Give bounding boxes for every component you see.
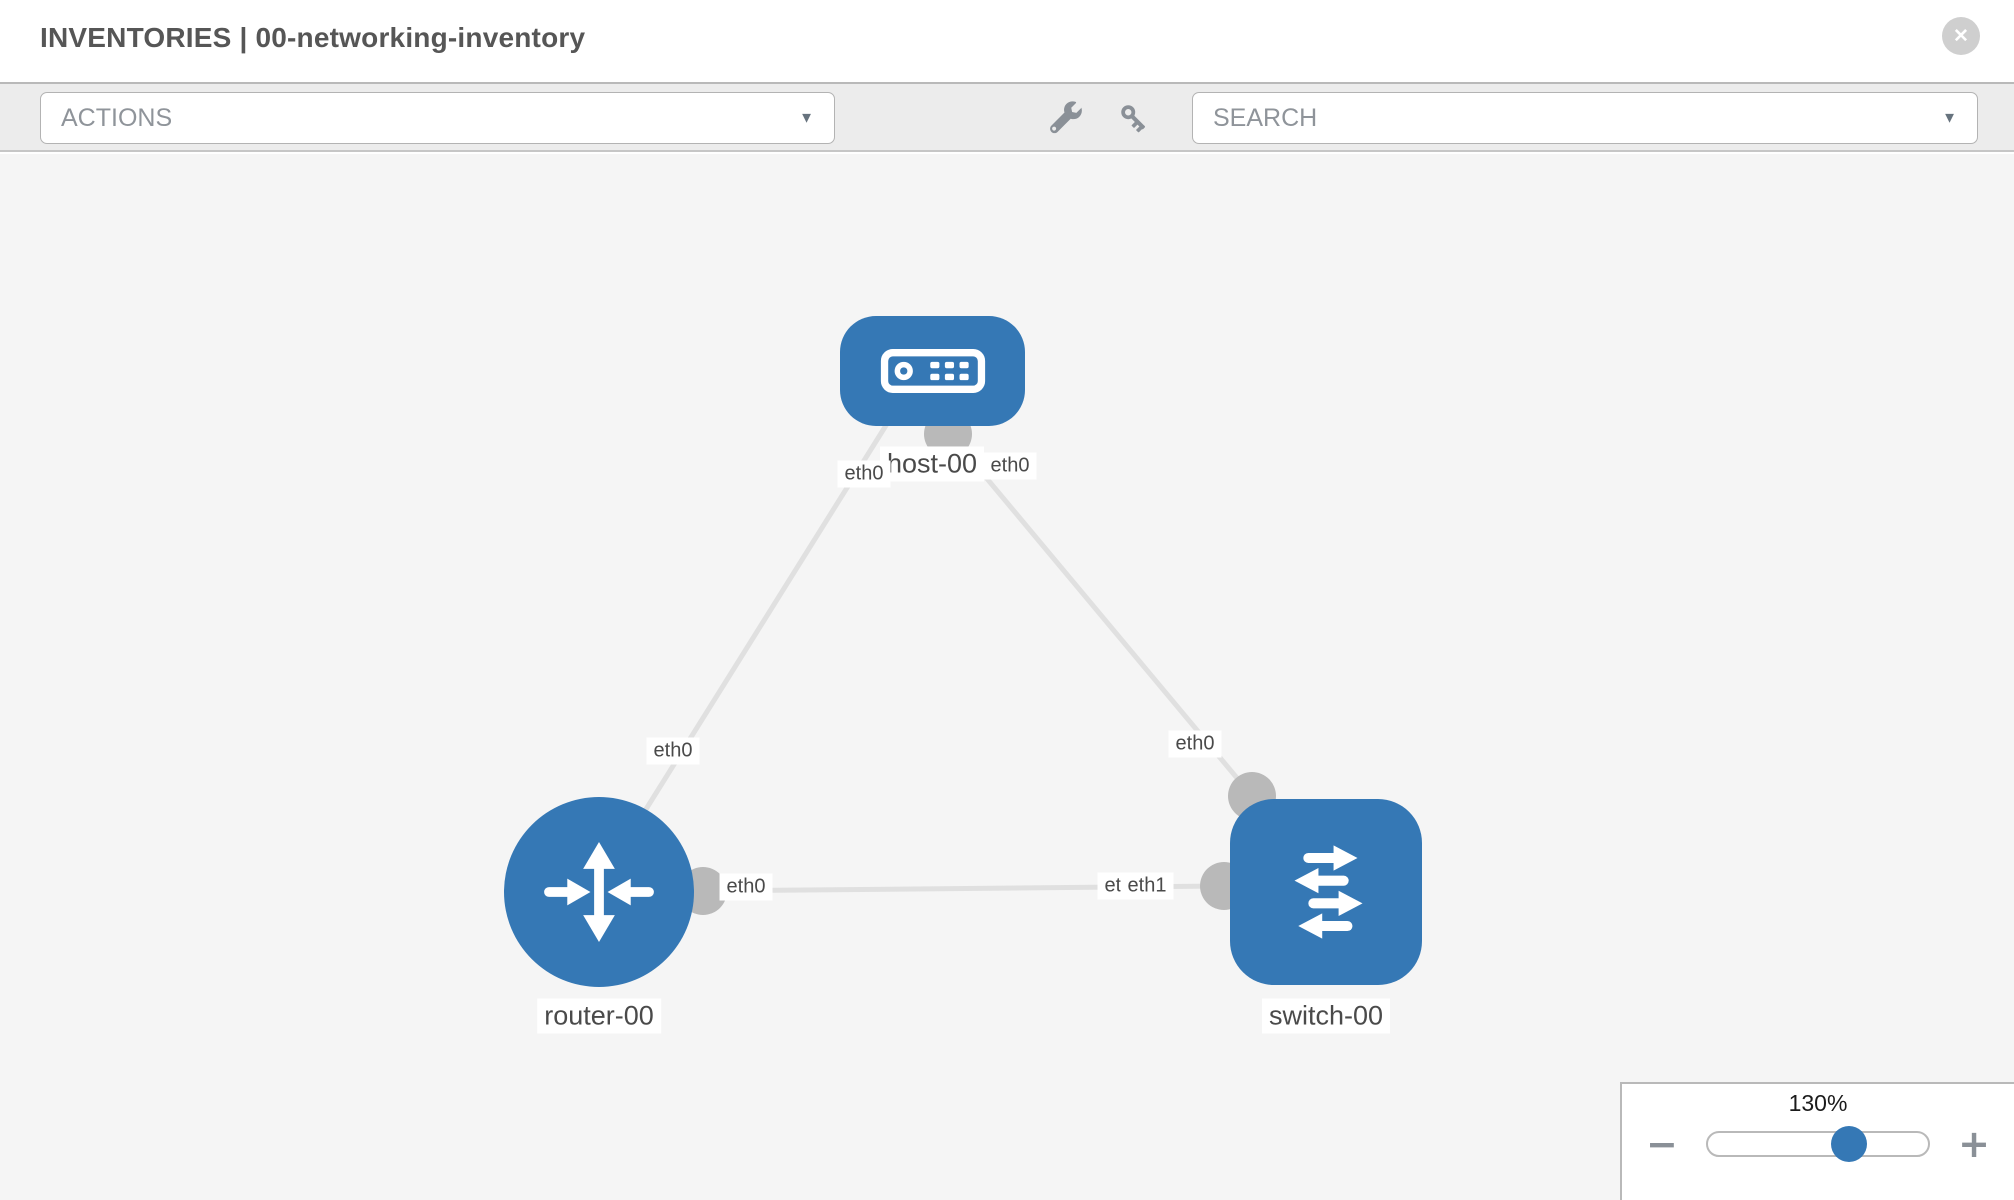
zoom-level-value: 130%: [1788, 1090, 1848, 1116]
node-label-switch-00: switch-00: [1261, 998, 1391, 1034]
close-button[interactable]: ✕: [1942, 17, 1980, 55]
interface-label-eth0: eth0: [837, 460, 891, 488]
interface-label-eth1: eth1: [1120, 872, 1174, 900]
interface-label-eth0: eth0: [1168, 730, 1222, 758]
zoom-row: − +: [1622, 1122, 2014, 1166]
wrench-icon: [1050, 101, 1083, 134]
actions-dropdown-label: ACTIONS: [61, 103, 173, 132]
search-dropdown[interactable]: SEARCH ▼: [1192, 92, 1978, 144]
minus-icon: −: [1646, 1122, 1678, 1166]
router-icon: [544, 841, 654, 943]
host-icon: [880, 349, 985, 393]
node-label-host-00: host-00: [879, 446, 985, 482]
tools-button[interactable]: [1046, 98, 1086, 138]
toolbar: ACTIONS ▼ SEARCH ▼: [0, 82, 2014, 152]
node-host-00[interactable]: [840, 316, 1025, 426]
interface-label-eth0: eth0: [646, 737, 700, 765]
close-icon: ✕: [1953, 25, 1969, 47]
switch-icon: [1294, 845, 1363, 939]
search-input-placeholder: SEARCH: [1213, 103, 1318, 132]
header: INVENTORIES | 00-networking-inventory ✕: [0, 0, 2014, 82]
credentials-button[interactable]: [1114, 98, 1154, 138]
page-title: INVENTORIES | 00-networking-inventory: [40, 22, 586, 53]
zoom-slider[interactable]: [1705, 1126, 1931, 1162]
key-icon: [1121, 105, 1145, 133]
interface-label-eth0: eth0: [719, 873, 773, 901]
node-switch-00[interactable]: [1230, 799, 1422, 985]
actions-dropdown[interactable]: ACTIONS ▼: [40, 92, 835, 144]
zoom-slider-thumb[interactable]: [1830, 1126, 1867, 1162]
topology-canvas[interactable]: host-00 eth0 eth0 eth0 eth0 eth0 eth0 et…: [0, 154, 2014, 1200]
chevron-down-icon: ▼: [799, 109, 814, 127]
zoom-control-panel: 130% − +: [1620, 1082, 2014, 1200]
node-router-00[interactable]: [504, 797, 694, 987]
link-layer: [640, 410, 1276, 915]
chevron-down-icon: ▼: [1942, 109, 1957, 127]
interface-label-eth0: eth0: [983, 452, 1037, 480]
plus-icon: +: [1958, 1122, 1990, 1166]
node-label-router-00: router-00: [537, 998, 661, 1034]
